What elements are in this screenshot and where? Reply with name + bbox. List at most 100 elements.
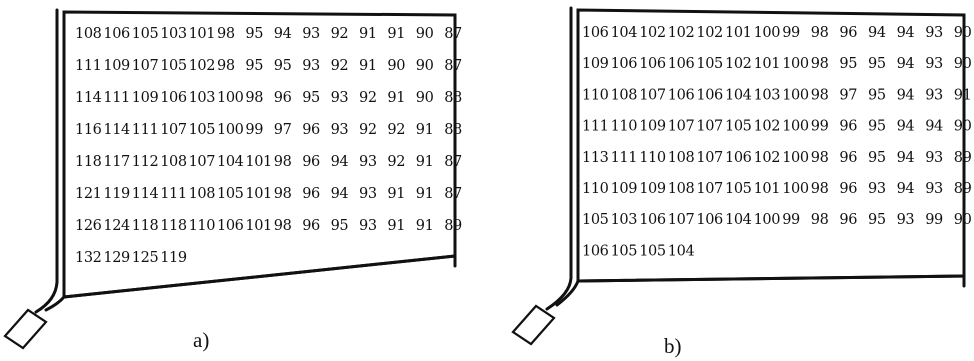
grid-value: 93 [359, 154, 377, 170]
grid-value: 102 [639, 25, 665, 41]
grid-value: 100 [782, 150, 809, 166]
grid-value: 94 [897, 56, 915, 72]
grid-value: 95 [274, 58, 292, 74]
panel-b-cable-lower [557, 281, 578, 305]
grid-value: 90 [954, 25, 972, 41]
panel-b-sensor-icon [513, 306, 554, 344]
grid-value: 105 [582, 212, 609, 228]
grid-value: 124 [103, 218, 130, 234]
grid-value: 118 [132, 218, 159, 234]
grid-value: 93 [331, 122, 349, 138]
grid-value: 98 [245, 90, 263, 106]
grid-value: 104 [611, 25, 638, 41]
grid-value: 96 [302, 218, 320, 234]
grid-value: 104 [725, 212, 752, 228]
grid-value: 106 [668, 87, 695, 103]
grid-value: 94 [331, 186, 349, 202]
grid-value: 94 [897, 181, 915, 197]
grid-value: 92 [331, 58, 349, 74]
grid-value: 87 [444, 154, 462, 170]
grid-value: 109 [611, 181, 638, 197]
grid-value: 100 [754, 212, 781, 228]
panel-a-caption: a) [193, 328, 209, 352]
grid-value: 108 [668, 150, 695, 166]
grid-value: 105 [160, 58, 187, 74]
grid-value: 107 [696, 119, 723, 135]
grid-value: 102 [754, 150, 780, 166]
grid-value: 93 [897, 212, 915, 228]
grid-value: 87 [444, 58, 462, 74]
grid-value: 98 [811, 25, 829, 41]
grid-value: 93 [868, 181, 886, 197]
grid-value: 125 [132, 250, 159, 266]
grid-value: 105 [132, 26, 159, 42]
panel-a-sensor-icon [5, 310, 46, 348]
grid-value: 113 [582, 150, 609, 166]
grid-value: 106 [696, 212, 723, 228]
grid-value: 100 [217, 90, 244, 106]
grid-value: 101 [245, 186, 271, 202]
grid-value: 93 [925, 87, 943, 103]
grid-value: 106 [160, 90, 187, 106]
grid-value: 93 [925, 56, 943, 72]
grid-value: 90 [954, 56, 972, 72]
grid-value: 96 [302, 122, 320, 138]
grid-value: 91 [387, 26, 405, 42]
grid-value: 106 [582, 25, 609, 41]
grid-value: 101 [754, 181, 780, 197]
grid-value: 114 [103, 122, 130, 138]
grid-value: 90 [387, 58, 405, 74]
grid-value: 118 [160, 218, 187, 234]
grid-value: 93 [331, 90, 349, 106]
grid-value: 102 [696, 25, 722, 41]
grid-value: 99 [782, 212, 800, 228]
grid-value: 106 [696, 87, 723, 103]
grid-value: 106 [639, 212, 666, 228]
grid-value: 110 [611, 119, 638, 135]
grid-value: 101 [754, 56, 780, 72]
grid-value: 96 [839, 150, 857, 166]
grid-value: 98 [274, 218, 292, 234]
grid-value: 108 [160, 154, 187, 170]
grid-value: 95 [302, 90, 320, 106]
grid-value: 98 [274, 154, 292, 170]
grid-value: 100 [782, 56, 809, 72]
grid-value: 119 [103, 186, 130, 202]
grid-value: 104 [217, 154, 244, 170]
grid-value: 99 [811, 119, 829, 135]
grid-value: 96 [839, 212, 857, 228]
grid-value: 105 [725, 181, 752, 197]
grid-value: 108 [668, 181, 695, 197]
grid-value: 91 [387, 218, 405, 234]
grid-value: 109 [103, 58, 130, 74]
grid-value: 105 [639, 243, 666, 259]
grid-value: 105 [611, 243, 638, 259]
grid-value: 104 [725, 87, 752, 103]
grid-value: 106 [582, 243, 609, 259]
grid-value: 90 [416, 58, 434, 74]
grid-value: 107 [696, 150, 723, 166]
grid-value: 93 [925, 181, 943, 197]
grid-value: 110 [582, 87, 609, 103]
grid-value: 91 [416, 186, 434, 202]
grid-value: 114 [132, 186, 159, 202]
grid-value: 92 [331, 26, 349, 42]
grid-value: 100 [782, 181, 809, 197]
grid-value: 108 [189, 186, 216, 202]
grid-value: 96 [839, 119, 857, 135]
grid-value: 103 [160, 26, 187, 42]
grid-value: 99 [782, 25, 800, 41]
grid-value: 102 [725, 56, 751, 72]
grid-value: 93 [925, 150, 943, 166]
grid-value: 102 [189, 58, 215, 74]
grid-value: 99 [245, 122, 263, 138]
grid-value: 99 [925, 212, 943, 228]
grid-value: 106 [611, 56, 638, 72]
grid-value: 98 [217, 26, 235, 42]
grid-value: 98 [811, 150, 829, 166]
grid-value: 107 [696, 181, 723, 197]
grid-value: 95 [839, 56, 857, 72]
grid-value: 106 [103, 26, 130, 42]
